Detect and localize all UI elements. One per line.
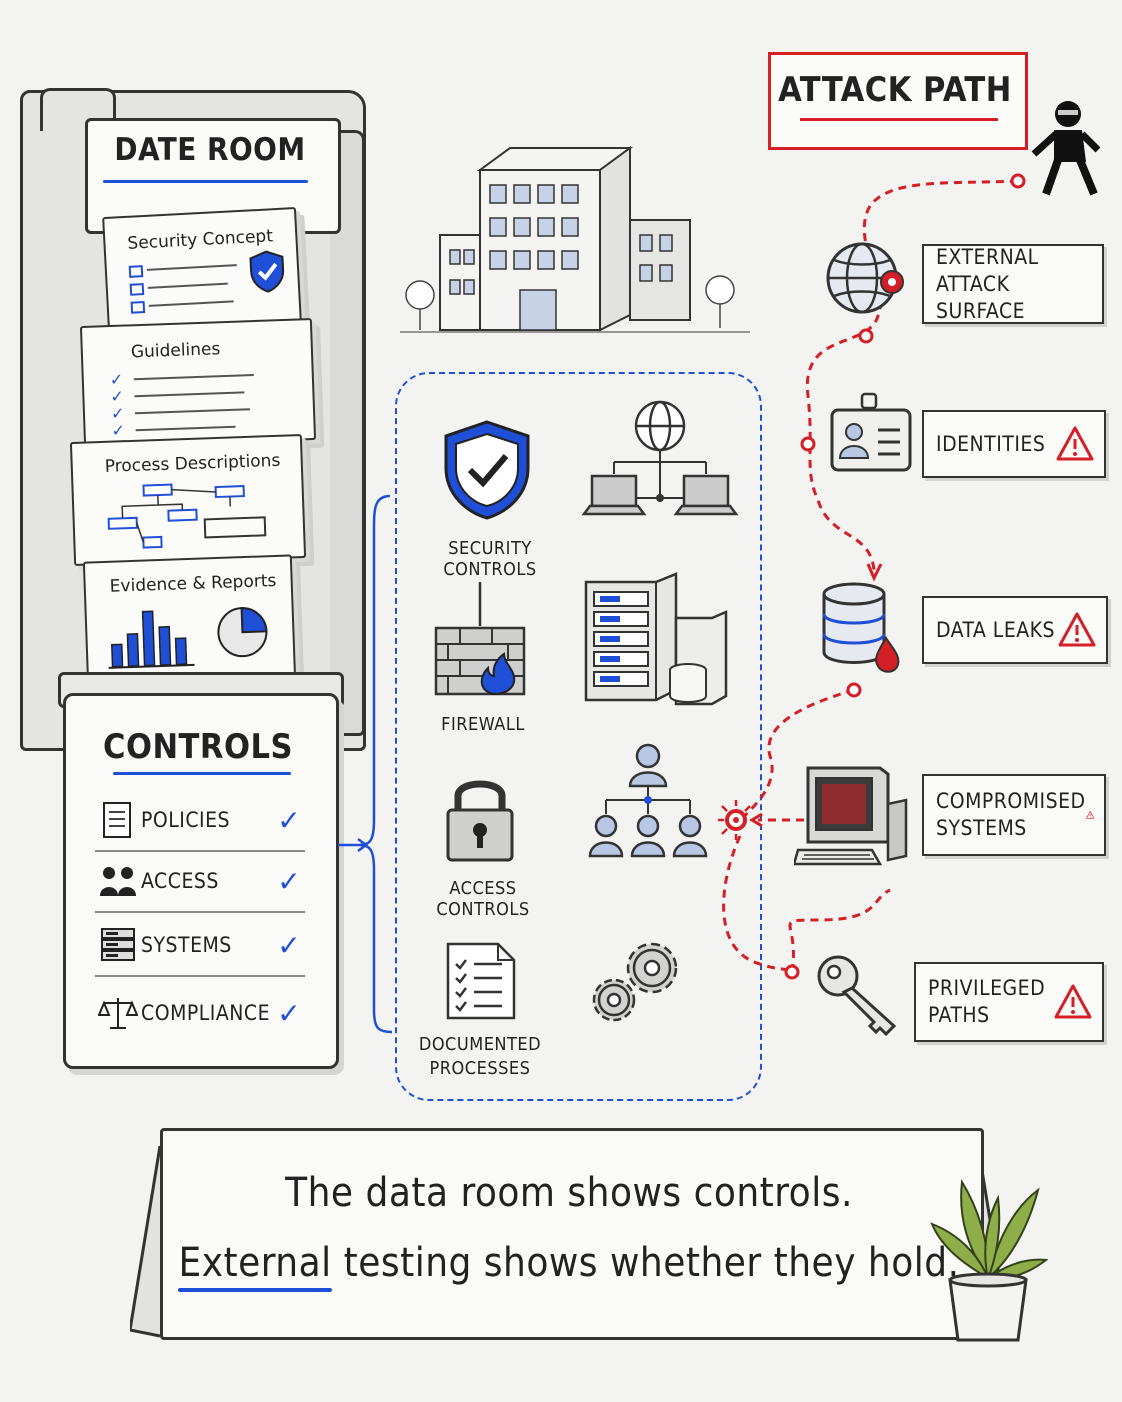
control-item-compliance: COMPLIANCE ✓ xyxy=(95,983,305,1043)
warning-icon xyxy=(1056,426,1094,461)
controls-title: CONTROLS xyxy=(103,727,293,767)
message-sign xyxy=(160,1128,984,1340)
attacker-icon xyxy=(1031,101,1101,196)
users-icon xyxy=(100,867,136,896)
text-line xyxy=(135,425,236,432)
firewall-icon xyxy=(434,582,526,696)
control-label: POLICIES xyxy=(141,808,231,832)
checklist-document-icon xyxy=(446,942,516,1020)
document-icon xyxy=(103,802,131,838)
shield-check-icon xyxy=(249,250,285,293)
check-icon: ✓ xyxy=(277,864,301,898)
label-firewall: FIREWALL xyxy=(441,714,525,735)
data-room-title: DATE ROOM xyxy=(114,132,306,168)
doc-label: Process Descriptions xyxy=(104,450,281,477)
control-item-access: ACCESS ✓ xyxy=(95,851,305,913)
scales-icon xyxy=(98,998,138,1029)
stage-label-line1: PRIVILEGED xyxy=(928,976,1046,1000)
label-security-controls: SECURITY CONTROLS xyxy=(443,538,537,580)
pie-chart-icon xyxy=(217,607,268,658)
org-chart-icon xyxy=(588,743,708,858)
label-processes: PROCESSES xyxy=(429,1058,531,1079)
potted-plant-icon xyxy=(930,1178,1048,1342)
computer-icon xyxy=(794,766,908,866)
bullet xyxy=(128,265,144,278)
security-controls-group xyxy=(395,372,762,1101)
text-line xyxy=(133,374,254,381)
stage-privileged-paths: PRIVILEGED PATHS xyxy=(914,962,1104,1042)
gears-icon xyxy=(592,942,678,1022)
bar-chart-icon xyxy=(108,610,195,669)
warning-icon xyxy=(1058,612,1096,647)
stage-label: DATA LEAKS xyxy=(936,617,1056,642)
globe-icon xyxy=(826,242,904,314)
bullet xyxy=(130,301,146,314)
label-access-controls: ACCESS CONTROLS xyxy=(436,878,530,920)
text-line xyxy=(134,391,245,398)
id-badge-icon xyxy=(830,392,912,472)
sign-message-line1: The data room shows controls. xyxy=(285,1170,853,1216)
warning-icon xyxy=(1054,984,1092,1019)
stage-label-line1: EXTERNAL xyxy=(936,244,1039,269)
doc-label: Guidelines xyxy=(130,339,221,363)
doc-security-concept: Security Concept xyxy=(102,207,302,333)
bullet xyxy=(129,283,145,296)
stage-identities: IDENTITIES xyxy=(922,410,1106,478)
stage-data-leaks: DATA LEAKS xyxy=(922,596,1108,664)
check-icon: ✓ xyxy=(277,996,301,1030)
connector-bracket xyxy=(338,494,393,1034)
attack-path-title: ATTACK PATH xyxy=(778,70,1012,110)
office-building-icon xyxy=(400,146,750,333)
sign-emphasis-word: External xyxy=(178,1240,332,1292)
stage-label-line1: COMPROMISED xyxy=(936,789,1086,813)
control-label: SYSTEMS xyxy=(141,933,232,957)
control-item-systems: SYSTEMS ✓ xyxy=(95,915,305,977)
text-line xyxy=(147,282,228,289)
check-icon: ✓ xyxy=(277,803,301,837)
doc-process-descriptions: Process Descriptions xyxy=(69,433,307,567)
label-documented: DOCUMENTED xyxy=(418,1034,542,1055)
controls-title-underline xyxy=(113,772,291,775)
sign-message-line2: External testing shows whether they hold… xyxy=(160,1240,978,1292)
check-icon: ✓ xyxy=(277,928,301,962)
stage-compromised-systems: COMPROMISED SYSTEMS xyxy=(922,774,1106,856)
network-icon xyxy=(581,400,739,516)
warning-icon xyxy=(1085,811,1094,819)
doc-label: Evidence & Reports xyxy=(109,570,277,597)
data-room-title-underline xyxy=(103,180,308,183)
stage-label-line2: SYSTEMS xyxy=(936,816,1027,840)
key-icon xyxy=(817,955,897,1037)
data-room-header xyxy=(85,118,341,234)
server-rack-icon xyxy=(584,572,728,706)
stage-label-line2: ATTACK SURFACE xyxy=(936,271,1026,323)
stage-label: IDENTITIES xyxy=(936,431,1046,456)
server-icon xyxy=(101,928,135,961)
control-label: COMPLIANCE xyxy=(141,1001,271,1025)
text-line xyxy=(148,300,234,307)
attack-path-underline xyxy=(800,118,998,121)
control-label: ACCESS xyxy=(141,869,219,893)
text-line xyxy=(134,408,250,415)
flowchart-icon xyxy=(107,483,267,549)
stage-external-attack-surface: EXTERNAL ATTACK SURFACE xyxy=(922,244,1104,324)
text-line xyxy=(146,264,237,271)
stage-label-line2: PATHS xyxy=(928,1003,990,1027)
doc-evidence-reports: Evidence & Reports xyxy=(82,554,297,688)
attack-path-header xyxy=(768,52,1028,150)
check-list-icons: ✓✓✓✓ xyxy=(109,369,126,441)
security-shield-icon xyxy=(444,420,530,520)
padlock-icon xyxy=(446,780,514,862)
control-item-policies: POLICIES ✓ xyxy=(95,790,305,852)
doc-guidelines: Guidelines ✓✓✓✓ xyxy=(79,317,317,449)
database-leak-icon xyxy=(822,582,900,673)
controls-card xyxy=(63,693,339,1069)
sign-message-rest: testing shows whether they hold. xyxy=(331,1240,960,1286)
attack-path-line xyxy=(718,173,1026,980)
